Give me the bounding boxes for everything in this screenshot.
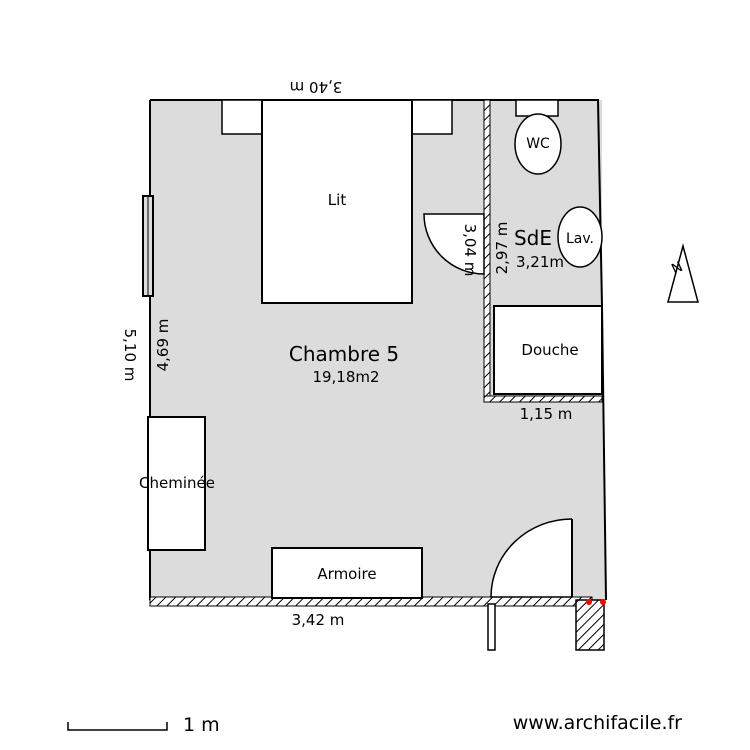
dim-top-width: 3,40 m [290,78,343,96]
pillow-right [411,99,453,135]
marker-dot [586,599,592,605]
bath-name: SdE [514,226,552,250]
bed-label: Lit [328,191,347,209]
pillow-left [221,99,263,135]
wc-label: WC [526,136,550,152]
watermark: www.archifacile.fr [513,712,682,734]
bed [261,99,413,304]
dim-bath-a: 3,04 m [461,224,479,277]
partition-wall-vertical [483,99,491,403]
wardrobe [271,547,423,599]
room-name: Chambre 5 [289,342,399,366]
bath-area: 3,21m [516,253,564,271]
scale-label: 1 m [183,714,220,736]
bath-door [423,213,485,275]
shower [493,305,603,395]
marker-dot [600,599,606,605]
door-jamb-left [487,603,496,651]
dim-left-outer: 5,10 m [121,329,139,382]
dim-shower-width: 1,15 m [520,405,573,423]
dim-bottom-width: 3,42 m [292,611,345,629]
wc-bowl [514,113,562,175]
dim-bath-b: 2,97 m [493,222,511,275]
north-arrow-icon [667,243,699,303]
sink-label: Lav. [566,231,594,247]
shower-label: Douche [521,341,578,359]
partition-wall-horizontal [483,395,603,403]
scale-bar [67,722,168,731]
entry-door [490,518,573,598]
sink [557,206,603,268]
door-jamb-right [575,599,605,651]
fireplace-label: Cheminée [139,474,215,492]
dim-left-inner: 4,69 m [154,319,172,372]
fireplace [147,416,206,551]
room-area: 19,18m2 [312,368,379,386]
wardrobe-label: Armoire [317,565,376,583]
